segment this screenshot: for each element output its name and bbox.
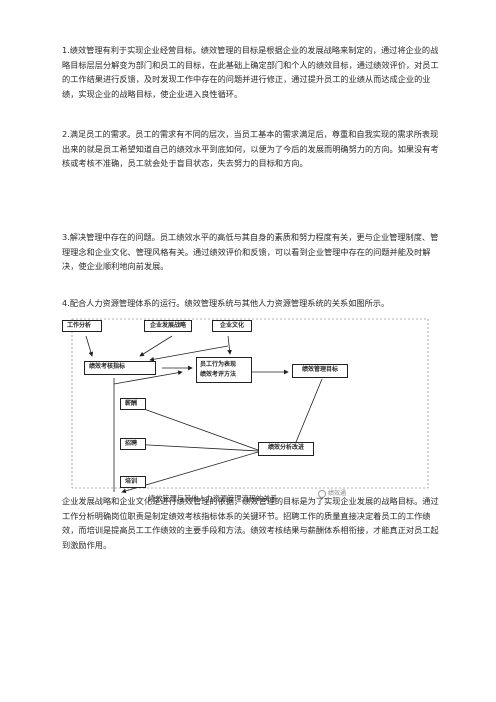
paragraph-1: 1.绩效管理有利于实现企业经营目标。绩效管理的目标是根据企业的发展战略来制定的，… — [62, 45, 439, 99]
behavior-line-1: 员工行为表现 — [200, 361, 237, 368]
paragraph-4: 4.配合人力资源管理体系的运行。绩效管理系统与其他人力资源管理系统的关系如图所示… — [62, 298, 390, 308]
paragraph-3: 3.解决管理中存在的问题。员工绩效水平的高低与其自身的素质和努力程度有关，更与企… — [62, 232, 439, 272]
box-culture: 企业文化 — [212, 320, 252, 332]
diagram-caption: 绩效管理与其他人力资源管理流程的关系 — [148, 494, 278, 503]
box-indicators: 绩效考核指标 — [84, 361, 156, 375]
watermark-text: 绩效通 — [328, 490, 347, 497]
box-strategy: 企业发展战略 — [144, 320, 192, 332]
paragraph-2: 2.满足员工的需求。员工的需求有不同的层次，当员工基本的需求满足后，尊重和自我实… — [62, 129, 439, 169]
hr-relationship-diagram: 工作分析 企业发展战略 企业文化 绩效考核指标 员工行为表现 绩效考评方法 绩效… — [62, 312, 442, 503]
box-behavior-methods: 员工行为表现 绩效考评方法 — [196, 357, 252, 383]
outer-frame — [71, 318, 429, 489]
behavior-line-2: 绩效考评方法 — [200, 371, 237, 378]
box-training: 培训 — [120, 476, 146, 488]
watermark: 绩效通 — [318, 488, 346, 498]
box-recruit: 招聘 — [120, 438, 146, 450]
box-goal: 绩效管理目标 — [292, 364, 348, 378]
paragraph-5: 企业发展战略和企业文化是进行绩效管理的依据，绩效管理的目标是为了实现企业发展的战… — [62, 496, 439, 550]
box-salary: 薪酬 — [120, 398, 146, 410]
watermark-icon — [318, 489, 326, 498]
box-job-analysis: 工作分析 — [62, 320, 102, 332]
diagram-arrows — [71, 318, 429, 494]
box-analysis: 绩效分析改进 — [258, 442, 314, 456]
